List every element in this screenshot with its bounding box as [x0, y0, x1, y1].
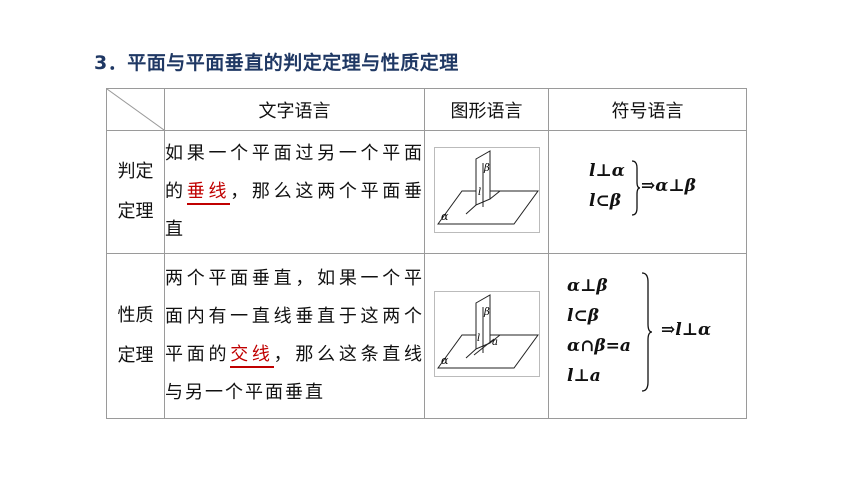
highlight-keyword: 交线 — [230, 344, 274, 368]
symbol-line: l⊂β — [589, 191, 621, 211]
row-label-property: 性质 定理 — [106, 253, 165, 419]
section-heading: 3．平面与平面垂直的判定定理与性质定理 — [94, 52, 459, 74]
col-header-symbol: 符号语言 — [548, 88, 747, 131]
label-beta: β — [483, 307, 490, 318]
text-language-property: 两个平面垂直，如果一个平面内有一直线垂直于这两个平面的交线，那么这条直线与另一个… — [164, 253, 425, 419]
row-label-line: 定理 — [117, 345, 154, 366]
figure-criterion: α β l — [424, 130, 549, 254]
text-part: ，那么这两个平面垂直 — [165, 181, 425, 240]
figure-property: α β l a — [424, 253, 549, 419]
label-line-l: l — [477, 333, 480, 344]
label-line-a: a — [492, 337, 498, 348]
right-brace-icon — [631, 160, 641, 216]
label-alpha: α — [441, 210, 449, 223]
header-row: 文字语言 图形语言 符号语言 — [106, 88, 747, 131]
symbol-property: α⊥β l⊂β α∩β=a l⊥a ⇒l⊥α — [548, 253, 747, 419]
symbol-criterion: l⊥α l⊂β ⇒α⊥β — [548, 130, 747, 254]
theorem-table: 文字语言 图形语言 符号语言 判定 定理 如果一个平面过另一个平面的垂线，那么这… — [106, 88, 747, 419]
col-header-figure: 图形语言 — [424, 88, 549, 131]
diagonal-corner-cell — [106, 88, 165, 131]
text-part: 如果一个平面过另一个平面的 — [165, 143, 424, 202]
label-beta: β — [483, 163, 490, 174]
row-label-line: 判定 — [117, 161, 154, 182]
text-part: 两个平面垂直，如果一个平面内有一直线垂直于这两个平面的 — [165, 268, 424, 365]
text-language-criterion: 如果一个平面过另一个平面的垂线，那么这两个平面垂直 — [164, 130, 425, 254]
symbol-line: α⊥β — [567, 276, 608, 296]
plane-perpendicular-figure: α β l — [433, 147, 540, 233]
row-label-criterion: 判定 定理 — [106, 130, 165, 254]
row-label-line: 定理 — [117, 201, 154, 222]
label-line-l: l — [478, 187, 481, 198]
symbol-line: l⊂β — [567, 306, 599, 326]
row-property-theorem: 性质 定理 两个平面垂直，如果一个平面内有一直线垂直于这两个平面的交线，那么这条… — [106, 253, 747, 419]
highlight-keyword: 垂线 — [186, 181, 231, 205]
col-header-text: 文字语言 — [164, 88, 425, 131]
right-brace-icon — [641, 272, 653, 392]
row-label-line: 性质 — [117, 305, 154, 326]
plane-intersection-figure: α β l a — [433, 291, 540, 377]
symbol-conclusion: ⇒l⊥α — [661, 320, 712, 340]
row-criterion-theorem: 判定 定理 如果一个平面过另一个平面的垂线，那么这两个平面垂直 α β l — [106, 130, 747, 254]
symbol-line: α∩β=a — [567, 336, 631, 356]
label-alpha: α — [441, 354, 449, 367]
symbol-line: l⊥a — [567, 366, 601, 386]
text-part: ，那么这条直线与另一个平面垂直 — [165, 344, 425, 403]
symbol-line: l⊥α — [589, 161, 625, 181]
symbol-conclusion: ⇒α⊥β — [641, 176, 696, 196]
